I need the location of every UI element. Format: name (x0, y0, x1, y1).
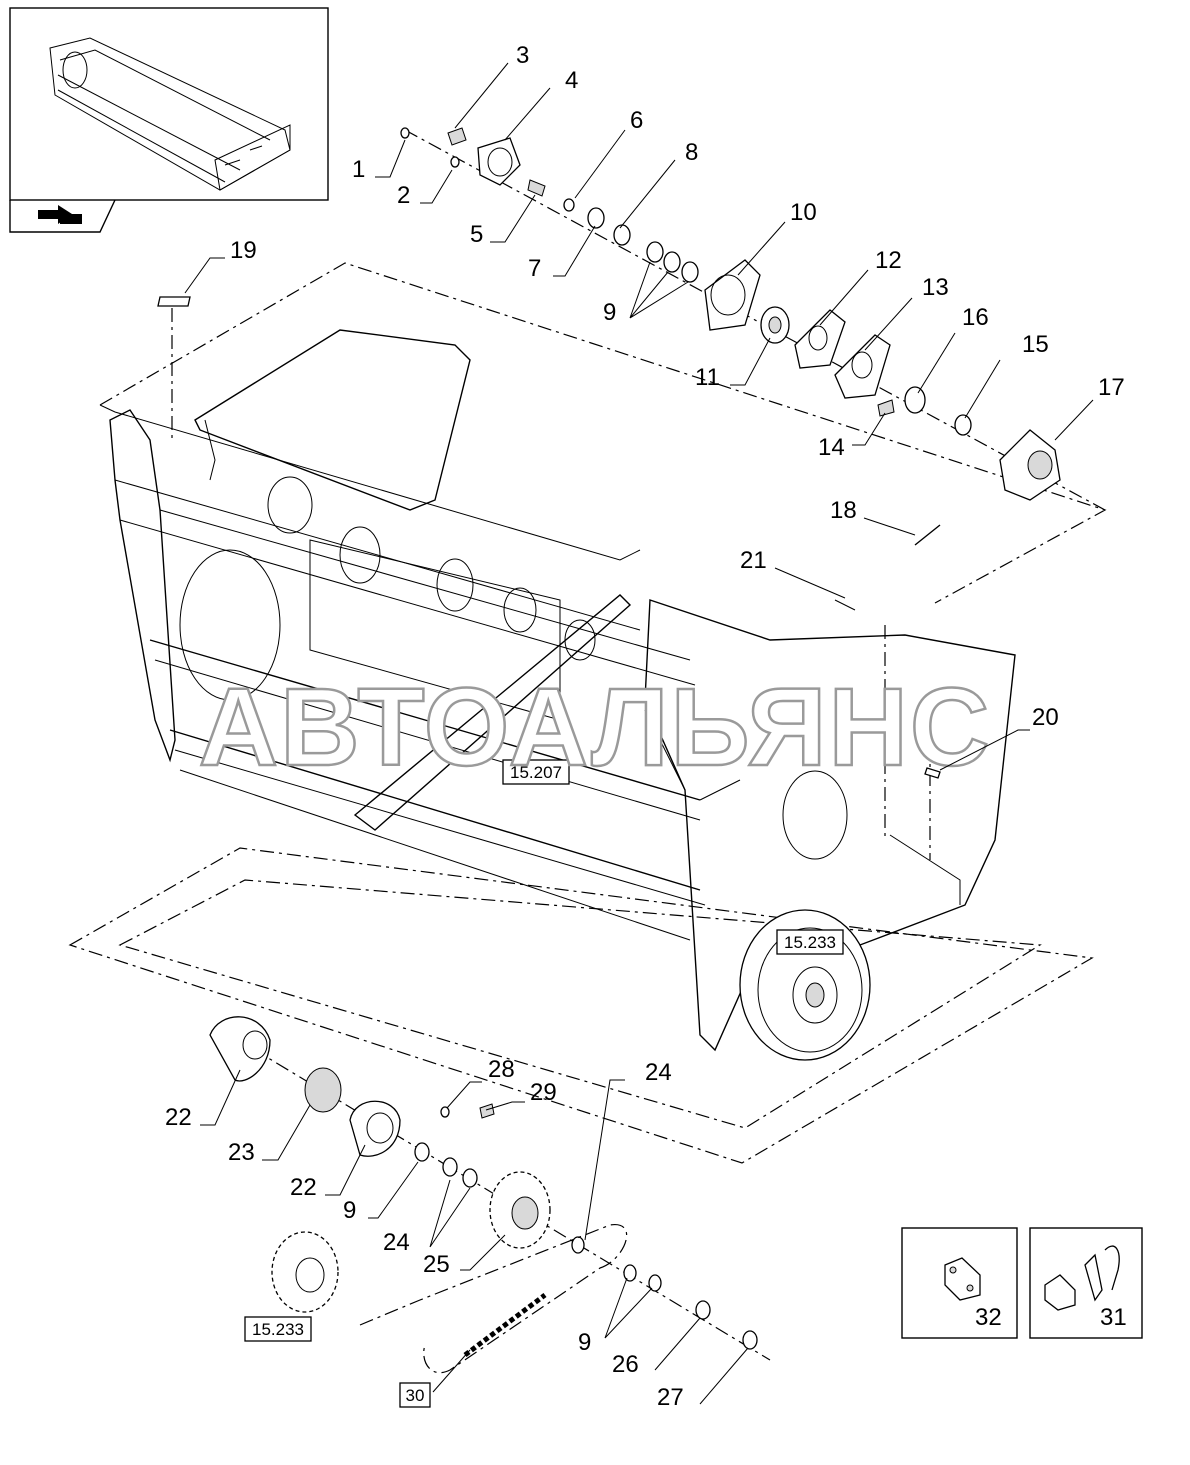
svg-text:15.233: 15.233 (784, 933, 836, 952)
callout-18[interactable]: 18 (830, 497, 857, 524)
chain-link-inset-32: 32 (901, 1227, 1018, 1339)
navigation-arrow-icon[interactable] (38, 205, 82, 224)
callout-28[interactable]: 28 (488, 1056, 515, 1083)
callout-1[interactable]: 1 (352, 156, 365, 183)
drive-chain (359, 1224, 628, 1374)
thumbnail-machine-sketch (49, 37, 291, 191)
callout-17[interactable]: 17 (1098, 374, 1125, 401)
sprocket-15233 (271, 1231, 339, 1313)
leader-lines (184, 62, 1094, 1405)
callout-19[interactable]: 19 (230, 237, 257, 264)
callout-26[interactable]: 26 (612, 1351, 639, 1378)
callout-5[interactable]: 5 (470, 221, 483, 248)
callout-6[interactable]: 6 (630, 107, 643, 134)
callout-9-lower-left[interactable]: 9 (343, 1197, 356, 1224)
callout-12[interactable]: 12 (875, 247, 902, 274)
ref-box-15233-sprocket[interactable]: 15.233 (244, 1316, 312, 1342)
callout-25[interactable]: 25 (423, 1251, 450, 1278)
thumbnail-panel (9, 7, 329, 233)
callout-3[interactable]: 3 (516, 42, 529, 69)
callout-8[interactable]: 8 (685, 139, 698, 166)
callout-9-lower-right[interactable]: 9 (578, 1329, 591, 1356)
inset-label-32: 32 (975, 1304, 1002, 1331)
callout-4[interactable]: 4 (565, 67, 578, 94)
callout-22-right[interactable]: 22 (290, 1174, 317, 1201)
callout-29[interactable]: 29 (530, 1079, 557, 1106)
callout-20[interactable]: 20 (1032, 704, 1059, 731)
ref-box-15207[interactable]: 15.207 (502, 759, 570, 785)
inset-label-31: 31 (1100, 1304, 1127, 1331)
lower-shaft-parts (209, 1016, 771, 1374)
callout-2[interactable]: 2 (397, 182, 410, 209)
svg-text:30: 30 (406, 1386, 425, 1405)
auger-flighting (179, 476, 596, 721)
callout-24-right[interactable]: 24 (645, 1059, 672, 1086)
callout-7[interactable]: 7 (528, 255, 541, 282)
callout-9-upper[interactable]: 9 (603, 299, 616, 326)
ref-box-30[interactable]: 30 (399, 1382, 431, 1408)
callout-27[interactable]: 27 (657, 1384, 684, 1411)
callout-10[interactable]: 10 (790, 199, 817, 226)
callout-11[interactable]: 11 (695, 364, 720, 391)
watermark-text: АВТОАЛЬЯНС (199, 666, 992, 789)
callout-24-left[interactable]: 24 (383, 1229, 410, 1256)
upper-shaft-parts (157, 127, 1106, 779)
callout-15[interactable]: 15 (1022, 331, 1049, 358)
callout-14[interactable]: 14 (818, 434, 845, 461)
callout-13[interactable]: 13 (922, 274, 949, 301)
callout-16[interactable]: 16 (962, 304, 989, 331)
callout-22-left[interactable]: 22 (165, 1104, 192, 1131)
callout-21[interactable]: 21 (740, 547, 767, 574)
callout-23[interactable]: 23 (228, 1139, 255, 1166)
callout-labels: 1 2 3 4 5 6 7 8 9 10 11 12 13 14 15 16 1… (165, 42, 1125, 1411)
chain-link-inset-31: 31 (1029, 1227, 1143, 1339)
svg-text:15.233: 15.233 (252, 1320, 304, 1339)
svg-text:15.207: 15.207 (510, 763, 562, 782)
sprocket-25 (489, 1171, 551, 1249)
ref-box-15233-pulley[interactable]: 15.233 (776, 929, 844, 955)
